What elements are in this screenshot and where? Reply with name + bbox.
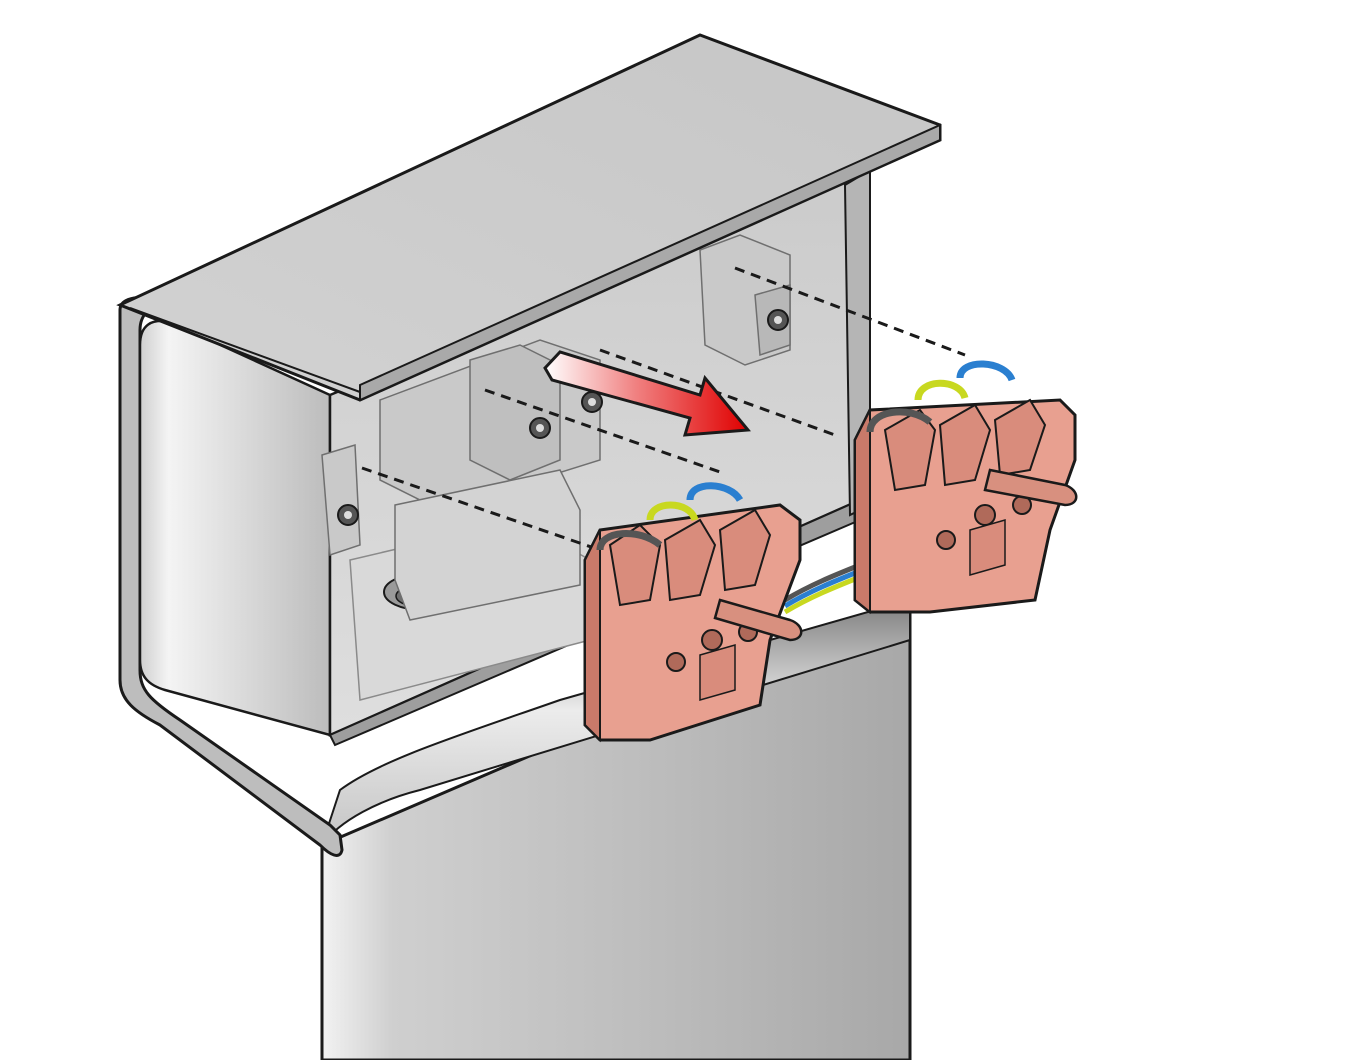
socket-module-front (583, 482, 803, 743)
double-arrow-direction-icon (543, 350, 751, 437)
enclosure-lid (116, 33, 942, 402)
connecting-wires (783, 562, 861, 615)
socket-module-rear (853, 360, 1078, 615)
mounting-brackets (321, 234, 791, 621)
